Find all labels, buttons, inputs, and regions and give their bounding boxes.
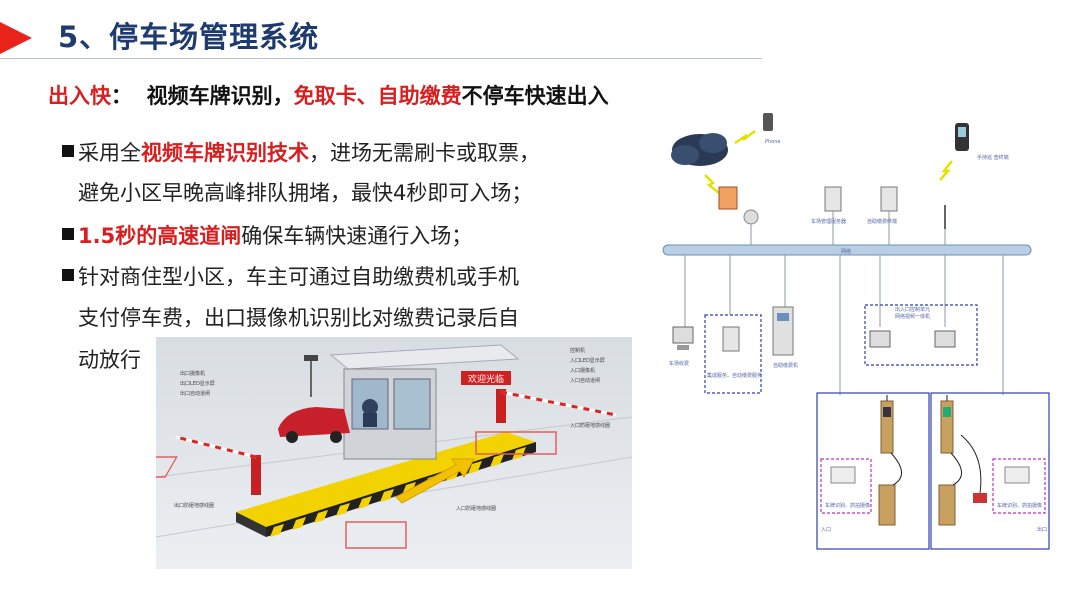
label-entry: 入口 [821, 527, 831, 533]
title-arrow-icon [0, 22, 32, 54]
phone-icon [763, 113, 773, 131]
entry-camera-box [820, 458, 872, 514]
label-entry-loop: 入口防砸地感线圈 [570, 422, 610, 429]
server-icon [722, 326, 740, 352]
bullet-3-continued: 支付停车费，出口摄像机识别比对缴费记录后自 [78, 306, 519, 330]
bullet-1-highlight: 视频车牌识别技术 [141, 141, 309, 165]
pc-icon [934, 330, 956, 348]
label-cam-left: 车牌识别、抓拍摄像 [825, 502, 870, 509]
parking-scene-illustration: 欢迎光临 出口摄像机 出口LED显示屏 出口自动道闸 控制机 入口LED显示屏 … [156, 337, 632, 569]
internet-cloud-icon [671, 133, 728, 166]
label-handheld: 手持巡 查终端 [977, 154, 1009, 161]
label-box-right-title: 出入口控制单元 [895, 306, 930, 313]
label-cam-right: 车牌识别、抓拍摄像 [997, 502, 1042, 509]
bullet-3-pre: 针对商住型小区，车主可通过自助缴费机或手机 [78, 265, 519, 289]
label-bus: 网络 [841, 248, 851, 255]
entry-barrier-icon [878, 484, 896, 526]
bullet-2-highlight: 1.5秒的高速道闸 [78, 224, 242, 248]
label-server-1: 车场管理服务器 [811, 218, 846, 225]
label-box-right-sub: 网络视频一体机 [895, 313, 930, 320]
camera-icon [1004, 466, 1030, 484]
pc-icon [869, 330, 891, 348]
label-exit-gate: 出口自动道闸 [180, 390, 210, 397]
entry-exit-control-box [864, 304, 978, 366]
bullet-2-post: 确保车辆快速通行入场； [241, 224, 473, 248]
bullet-1-post: ，进场无需刷卡或取票， [309, 141, 540, 165]
subtitle-lead: 出入快 [48, 84, 111, 108]
integration-server-box [704, 314, 762, 394]
label-phone: Phone [765, 139, 781, 145]
exit-barrier-icon [938, 484, 956, 526]
wireless-link-icon [704, 174, 720, 194]
scene-welcome-sign: 欢迎光临 [468, 373, 504, 385]
label-controller: 控制机 [570, 347, 585, 354]
page-title: 5、停车场管理系统 [58, 20, 320, 54]
label-entry-gate: 入口自动道闸 [570, 377, 600, 384]
firewall-icon [718, 186, 738, 210]
bullet-1-continued: 避免小区早晚高峰排队拥堵，最快4秒即可入场； [78, 181, 533, 205]
subtitle-highlight: 免取卡、自助缴费 [293, 84, 462, 108]
bullet-3-continued-2: 动放行 [78, 348, 141, 372]
wireless-link-icon [939, 160, 953, 181]
server-icon [824, 186, 842, 212]
subtitle: 出入快： 视频车牌识别，免取卡、自助缴费不停车快速出入 [48, 80, 609, 110]
bullet-square-icon [62, 269, 74, 281]
bullet-square-icon [62, 228, 74, 240]
network-topology-diagram: Phone 手持巡 查终端 车场管理服务器 自助缴费终端 网络 车场收费 集成服… [662, 113, 1050, 550]
exit-lane-box [930, 392, 1050, 550]
server-icon [880, 186, 898, 212]
label-exit-led: 出口LED显示屏 [180, 380, 215, 387]
exit-camera-box [992, 458, 1046, 514]
entry-lane-box [816, 392, 930, 550]
bullet-square-icon [62, 145, 74, 157]
label-pc-left: 车场收费 [669, 360, 689, 367]
label-box-left: 集成服务、自动缴费服务 [707, 372, 762, 379]
bullet-1: 采用全视频车牌识别技术，进场无需刷卡或取票， [62, 137, 540, 167]
wireless-link-icon [734, 130, 756, 145]
network-bus [662, 244, 1032, 256]
label-kiosk: 自助缴费机 [773, 362, 798, 369]
label-server-2: 自助缴费终端 [867, 218, 897, 225]
exit-display-icon [973, 493, 987, 503]
bullet-1-pre: 采用全 [78, 141, 141, 165]
router-icon [743, 209, 759, 225]
label-entry-loop-bottom: 入口防砸地感线圈 [456, 505, 496, 512]
label-exit: 出口 [1037, 526, 1047, 533]
title-divider [0, 58, 762, 59]
camera-icon [830, 466, 856, 484]
subtitle-part1: 视频车牌识别， [146, 84, 294, 108]
label-entry-led: 入口LED显示屏 [570, 358, 605, 364]
label-exit-camera: 出口摄像机 [180, 370, 205, 377]
bullet-3: 针对商住型小区，车主可通过自助缴费机或手机 [62, 261, 519, 291]
label-entry-camera: 入口摄像机 [570, 367, 595, 374]
subtitle-part2: 不停车快速出入 [461, 84, 609, 108]
subtitle-colon: ： [111, 84, 132, 108]
pc-icon [672, 326, 694, 344]
bullet-2: 1.5秒的高速道闸确保车辆快速通行入场； [62, 220, 472, 250]
label-exit-loop: 出口防砸地感线圈 [174, 502, 214, 509]
